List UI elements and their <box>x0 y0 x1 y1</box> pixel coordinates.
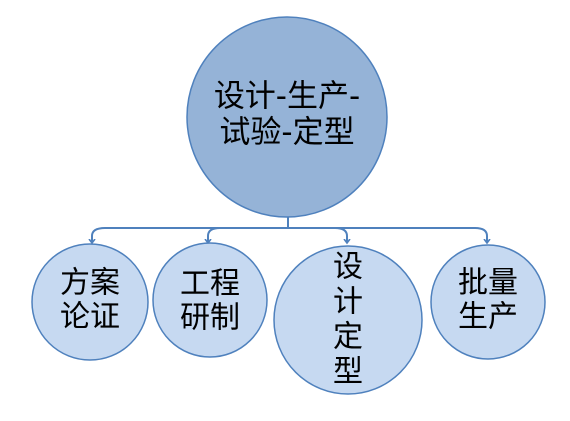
child-label-char-2: 计 <box>333 285 363 320</box>
connector-to-pi-liang <box>288 227 487 243</box>
child-circle <box>430 244 546 360</box>
child-label-line-2: 生产 <box>458 300 518 335</box>
child-circle <box>31 243 149 361</box>
connector-to-gong-cheng <box>208 227 288 243</box>
child-node-fang-an-lun-zheng: 方案 论证 <box>31 243 149 361</box>
root-circle <box>186 16 388 218</box>
connector-group <box>92 216 487 243</box>
connector-to-she-ji <box>288 227 347 243</box>
child-label-line-2: 论证 <box>60 300 120 335</box>
child-label-line-1: 工程 <box>180 267 240 302</box>
child-node-she-ji-ding-xing: 设 计 定 型 <box>273 245 423 395</box>
child-label-line-1: 批量 <box>458 266 518 301</box>
root-label-line-1: 设计-生产- <box>214 79 360 115</box>
root-node: 设计-生产- 试验-定型 <box>186 16 388 218</box>
child-label-char-4: 型 <box>333 355 363 390</box>
root-label-line-2: 试验-定型 <box>219 115 354 151</box>
child-node-gong-cheng-yan-zhi: 工程 研制 <box>152 242 268 358</box>
child-node-pi-liang-sheng-chan: 批量 生产 <box>430 244 546 360</box>
child-label-line-1: 方案 <box>60 266 120 301</box>
child-circle <box>152 242 268 358</box>
child-label-char-1: 设 <box>333 250 363 285</box>
child-label-line-2: 研制 <box>180 301 240 336</box>
child-label-char-3: 定 <box>333 320 363 355</box>
child-circle <box>273 245 423 395</box>
connector-to-fang-an <box>92 227 288 243</box>
